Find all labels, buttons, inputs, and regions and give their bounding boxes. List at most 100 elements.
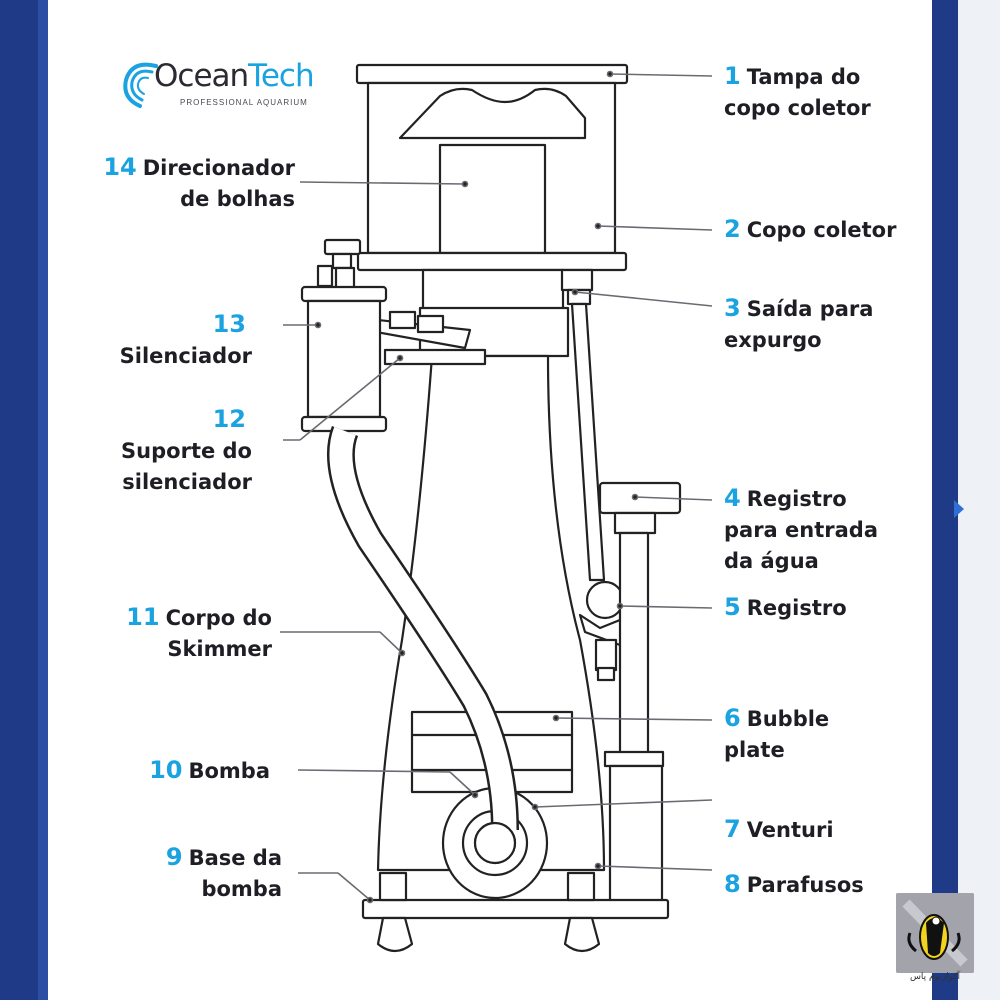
- leader-2: [597, 225, 713, 231]
- logo-name: OceanTech: [154, 58, 315, 94]
- cup-flange: [356, 251, 628, 272]
- leader-5: [619, 605, 713, 609]
- label-9-number: 9: [165, 843, 183, 871]
- pump-base: [361, 898, 670, 920]
- leader-8: [597, 865, 713, 871]
- silencer-bolt: [331, 252, 353, 270]
- watermark-text: آکواریوم پاس: [909, 972, 961, 982]
- venturi-cap: [603, 750, 665, 768]
- leader-10b: [449, 771, 476, 796]
- foot-right: [563, 916, 601, 953]
- label-13-line-1: Silenciador: [119, 344, 252, 368]
- label-7-number: 7: [724, 815, 741, 843]
- watermark-logo: [896, 893, 974, 973]
- label-14-line-1: Direcionador: [142, 156, 295, 180]
- right-frame-arrow-icon: [954, 500, 964, 518]
- label-4-number: 4: [724, 484, 741, 512]
- silencer: [306, 299, 382, 419]
- cup-cone: [398, 87, 587, 140]
- logo-name-part2: Tech: [248, 58, 314, 94]
- label-2-line-1: Copo coletor: [746, 218, 897, 242]
- valve-nozzle: [596, 666, 616, 682]
- silencer-cap-bolt: [323, 238, 362, 256]
- label-3-number: 3: [724, 294, 741, 322]
- leader-1: [609, 73, 713, 77]
- leader-7: [534, 799, 713, 808]
- silencer-top-ring: [300, 285, 388, 303]
- logo-subtitle: PROFESSIONAL AQUARIUM: [180, 98, 308, 107]
- support-knob-1: [388, 310, 417, 330]
- neck: [421, 268, 565, 312]
- label-12-line-2: silenciador: [122, 470, 252, 494]
- hose-end-cover: [473, 821, 517, 865]
- label-1-number: 1: [724, 62, 741, 90]
- label-3-line-1: Saída para: [746, 297, 874, 321]
- drain-fitting: [560, 268, 594, 292]
- label-10-number: 10: [149, 756, 183, 784]
- label-2-number: 2: [724, 215, 741, 243]
- label-6-line-2: plate: [724, 738, 785, 762]
- label-11-line-1: Corpo do: [165, 606, 272, 630]
- label-4-line-1: Registro: [746, 487, 847, 511]
- leader-6: [555, 717, 713, 721]
- label-6-number: 6: [724, 704, 741, 732]
- label-8-line-1: Parafusos: [746, 873, 864, 897]
- support-knob-2: [416, 314, 445, 334]
- leader-12b: [299, 357, 401, 441]
- leader-14: [299, 181, 466, 185]
- label-13-number: 13: [212, 310, 246, 338]
- right-frame-bar: [932, 0, 958, 1000]
- label-14-line-2: de bolhas: [180, 187, 295, 211]
- label-5-number: 5: [724, 593, 741, 621]
- valve-body: [585, 580, 625, 620]
- label-7-line-1: Venturi: [746, 818, 834, 842]
- left-frame-inner-bar: [38, 0, 48, 1000]
- label-6-line-1: Bubble: [746, 707, 830, 731]
- leader-3: [574, 291, 713, 307]
- label-3-line-2: expurgo: [724, 328, 822, 352]
- label-10-line-1: Bomba: [188, 759, 270, 783]
- label-9-line-1: Base da: [188, 846, 282, 870]
- oceantech-logo: OceanTech PROFESSIONAL AQUARIUM: [118, 56, 318, 116]
- venturi: [608, 764, 664, 903]
- inlet-cap: [613, 511, 657, 535]
- label-4-line-3: da água: [724, 549, 819, 573]
- label-11-number: 11: [126, 603, 160, 631]
- fish-mascot-icon: [896, 893, 974, 973]
- leader-4: [634, 496, 713, 501]
- silencer-fitting-2: [334, 266, 356, 290]
- air-hose-inner: [329, 426, 517, 831]
- label-11-line-2: Skimmer: [167, 637, 272, 661]
- label-12-line-1: Suporte do: [121, 439, 252, 463]
- cup-lid: [355, 63, 629, 85]
- leader-10: [297, 769, 451, 773]
- logo-wave-icon: [123, 62, 158, 108]
- label-12-number: 12: [212, 405, 246, 433]
- leader-11b: [379, 631, 403, 654]
- label-8-number: 8: [724, 870, 741, 898]
- silencer-fitting-1: [316, 264, 334, 288]
- leader-9b: [337, 872, 371, 901]
- logo-name-part1: Ocean: [154, 58, 249, 94]
- label-4-line-2: para entrada: [724, 518, 879, 542]
- label-1-line-2: copo coletor: [724, 96, 871, 120]
- label-9-line-2: bomba: [201, 877, 282, 901]
- bubble-director: [438, 143, 547, 255]
- label-5-line-1: Registro: [746, 596, 847, 620]
- bolt-left: [378, 871, 408, 902]
- label-1-line-1: Tampa do: [746, 65, 861, 89]
- support-bar: [383, 348, 487, 366]
- valve-stem: [594, 638, 618, 672]
